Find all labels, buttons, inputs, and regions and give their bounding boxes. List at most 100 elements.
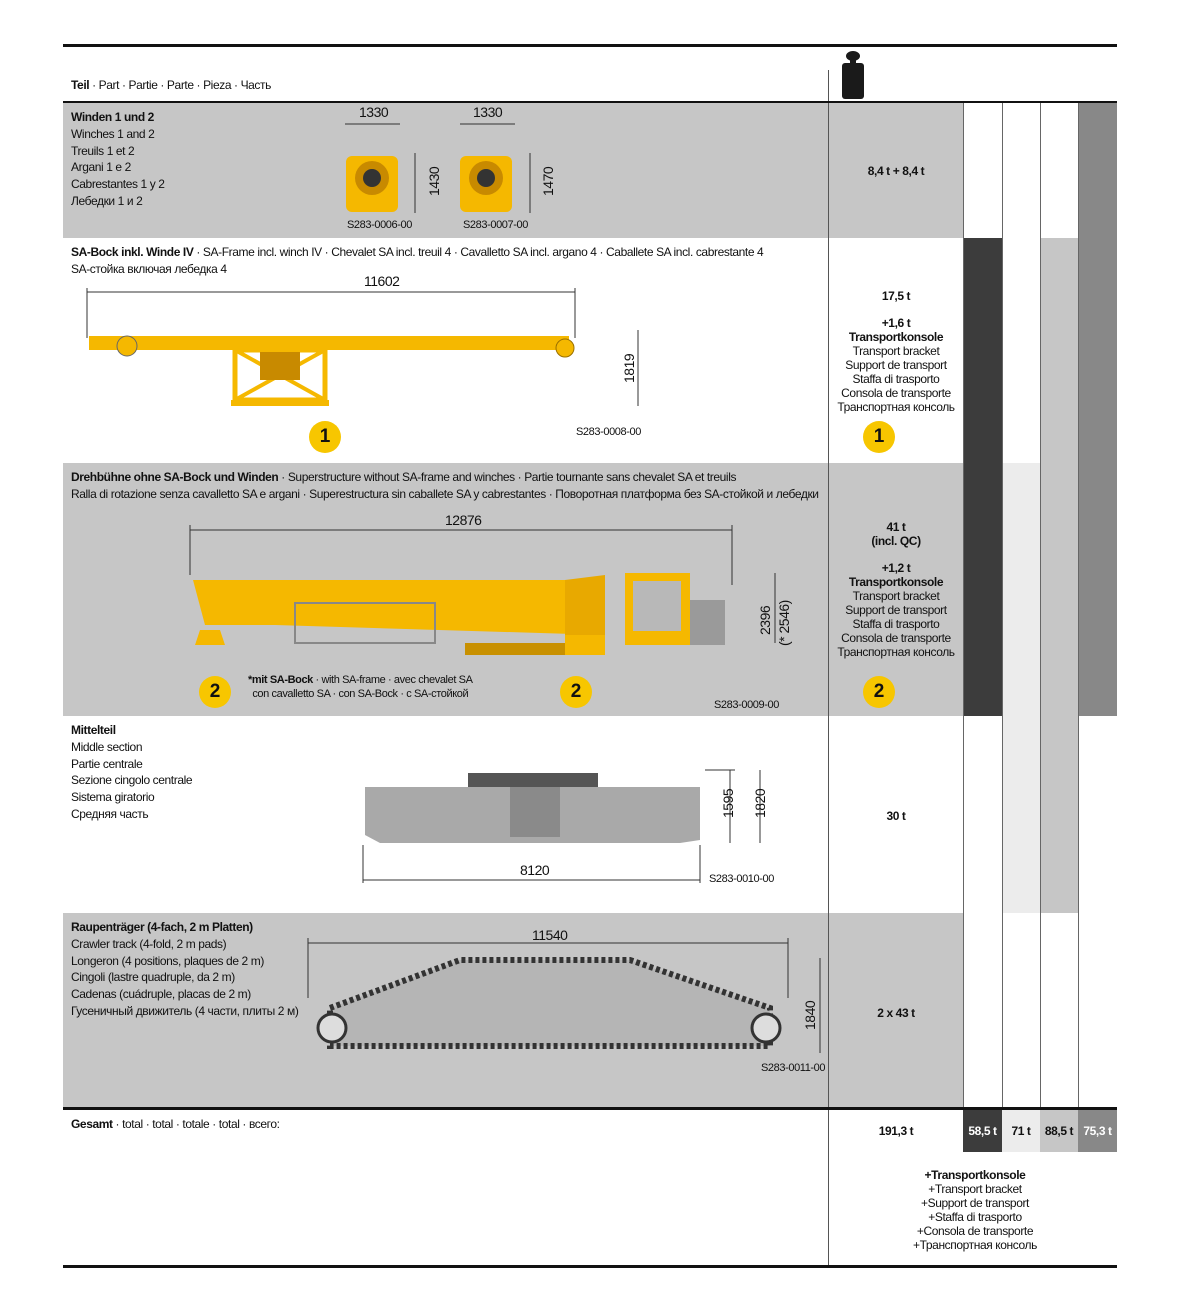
desc-line: Winches 1 and 2 — [71, 126, 155, 141]
desc-line: Middle section — [71, 739, 143, 754]
top-rule — [63, 44, 1117, 47]
desc-line: Ralla di rotazione senza cavalletto SA e… — [71, 486, 819, 501]
bracket-label: +Consola de transporte — [916, 1224, 1034, 1238]
sa-frame-weight-block: 17,5 t +1,6 t Transportkonsole Transport… — [829, 289, 963, 414]
desc-line: Cingoli (lastre quadruple, da 2 m) — [71, 970, 235, 985]
superstructure-title: Drehbühne ohne SA-Bock und Winden — [71, 470, 279, 484]
bracket-label: Consola de transporte — [841, 386, 951, 400]
desc-line: Argani 1 e 2 — [71, 160, 131, 175]
header-rule — [63, 101, 1117, 103]
bracket-label: Транспортная консоль — [837, 400, 955, 414]
middle-section-length: 8120 — [520, 862, 550, 878]
total-label-bold: Gesamt — [71, 1117, 113, 1131]
drawing-code: S283-0007-00 — [463, 219, 528, 231]
winches-weight: 8,4 t + 8,4 t — [867, 164, 925, 178]
bracket-label: Support de transport — [845, 358, 947, 372]
bracket-label: Support de transport — [845, 603, 947, 617]
weight-note: (incl. QC) — [871, 534, 921, 548]
bar-column-1 — [963, 238, 1002, 716]
bracket-label: +Staffa di trasporto — [928, 1210, 1022, 1224]
total-weight: 191,3 t — [878, 1124, 914, 1138]
sa-frame-note: *mit SA-Bock · with SA-frame · avec chev… — [248, 673, 473, 701]
desc-line: Sistema giratorio — [71, 790, 155, 805]
bar-column-2 — [1002, 463, 1040, 913]
bracket-label: Transport bracket — [852, 589, 940, 603]
divider — [1040, 103, 1041, 1110]
superstructure-drawing — [189, 525, 776, 655]
bracket-label: +Transportkonsole — [924, 1168, 1026, 1182]
bracket-label: Staffa di trasporto — [852, 617, 940, 631]
middle-section-weight: 30 t — [886, 809, 906, 823]
crawler-length: 11540 — [532, 927, 568, 943]
crawler-drawing — [307, 938, 821, 1053]
bracket-label: Transport bracket — [852, 344, 940, 358]
sa-frame-length: 11602 — [364, 273, 400, 289]
crawler-title: Raupenträger (4-fach, 2 m Platten) — [71, 920, 253, 934]
crawler-description: Raupenträger (4-fach, 2 m Platten) Crawl… — [71, 919, 299, 1020]
total-column-3: 88,5 t — [1040, 1110, 1078, 1152]
bracket-label: Transportkonsole — [848, 330, 944, 344]
row-winches-bg — [63, 103, 963, 238]
divider — [828, 70, 829, 1266]
drawing-code: S283-0008-00 — [576, 426, 641, 438]
winch-1-height: 1430 — [426, 166, 442, 196]
translations: · SA-Frame incl. winch IV · Chevalet SA … — [193, 245, 764, 259]
middle-section-title: Mittelteil — [71, 723, 116, 737]
part-column-header: Teil · Part · Partie · Parte · Pieza · Ч… — [71, 77, 271, 94]
superstructure-height-alt: (* 2546) — [776, 600, 792, 646]
winches-title: Winden 1 und 2 — [71, 110, 154, 124]
desc-line: Sezione cingolo centrale — [71, 773, 193, 788]
middle-section-height-2: 1820 — [752, 788, 768, 818]
divider — [1002, 103, 1003, 1110]
superstructure-height: 2396 — [757, 605, 773, 635]
drawing-code: S283-0009-00 — [714, 699, 779, 711]
superstructure-length: 12876 — [445, 512, 482, 528]
bottom-rule — [63, 1265, 1117, 1268]
bar-column-4 — [1078, 103, 1117, 716]
total-rule — [63, 1107, 1117, 1110]
superstructure-weight-block: 41 t (incl. QC) +1,2 t Transportkonsole … — [829, 520, 963, 659]
note-bold: *mit SA-Bock — [248, 674, 313, 686]
bracket-label: +Support de transport — [920, 1196, 1029, 1210]
bracket-label: Транспортная консоль — [837, 645, 955, 659]
transport-badge-1: 1 — [863, 421, 895, 453]
desc-line: Cabrestantes 1 y 2 — [71, 177, 165, 192]
desc-line: SA-стойка включая лебедка 4 — [71, 261, 227, 276]
sa-frame-drawing — [86, 288, 639, 406]
total-column-1: 58,5 t — [963, 1110, 1002, 1152]
weight-icon — [842, 51, 864, 99]
middle-section-drawing — [362, 769, 761, 883]
part-translations: · Part · Partie · Parte · Pieza · Часть — [89, 78, 271, 92]
total-column-4: 75,3 t — [1078, 1110, 1117, 1152]
desc-line: Cadenas (cuádruple, placas de 2 m) — [71, 987, 251, 1002]
winch-drawings — [345, 123, 531, 213]
transport-badge-2: 2 — [863, 676, 895, 708]
desc-line: Longeron (4 positions, plaques de 2 m) — [71, 953, 264, 968]
divider — [1078, 103, 1079, 1110]
total-translations: · total · total · totale · total · всего… — [112, 1117, 280, 1131]
sa-frame-weight: 17,5 t — [881, 289, 911, 303]
crawler-height: 1840 — [802, 1000, 818, 1030]
desc-line: Partie centrale — [71, 756, 143, 771]
bracket-weight: +1,2 t — [881, 561, 911, 575]
total-column-2: 71 t — [1002, 1110, 1040, 1152]
divider — [963, 103, 964, 1110]
bracket-label: Consola de transporte — [841, 631, 951, 645]
transport-badge-2: 2 — [199, 676, 231, 708]
middle-section-height-1: 1595 — [720, 788, 736, 818]
translations: · Superstructure without SA-frame and wi… — [278, 470, 737, 484]
total-bracket-note: +Transportkonsole +Transport bracket +Su… — [880, 1168, 1070, 1252]
crawler-weight: 2 x 43 t — [877, 1006, 915, 1020]
transport-badge-1: 1 — [309, 421, 341, 453]
total-label: Gesamt · total · total · totale · total … — [71, 1116, 280, 1133]
superstructure-description: Drehbühne ohne SA-Bock und Winden · Supe… — [71, 469, 819, 503]
bar-column-3 — [1040, 238, 1078, 913]
bracket-label: Transportkonsole — [848, 575, 944, 589]
note-text: con cavalletto SA · con SA-Bock · с SA-с… — [252, 688, 469, 700]
sa-frame-height: 1819 — [621, 353, 637, 383]
desc-line: Средняя часть — [71, 806, 149, 821]
middle-section-description: Mittelteil Middle section Partie central… — [71, 722, 193, 823]
desc-line: Лебедки 1 и 2 — [71, 193, 143, 208]
drawing-code: S283-0006-00 — [347, 219, 412, 231]
